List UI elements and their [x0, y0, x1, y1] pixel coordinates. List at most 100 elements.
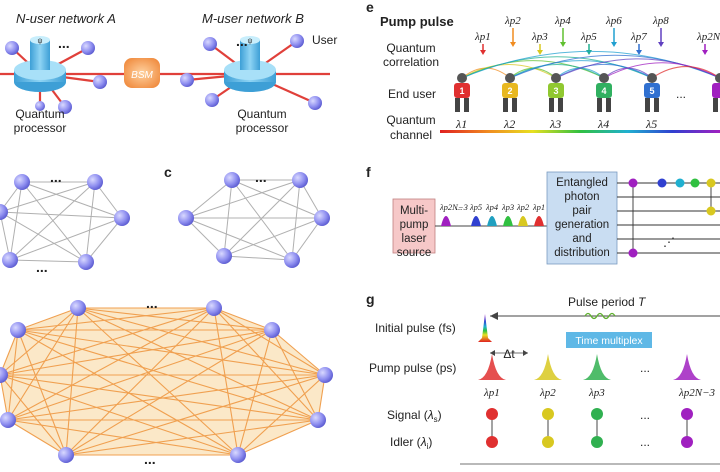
entangled-photon [706, 178, 716, 188]
pump-arrowhead [510, 42, 516, 47]
pump-arrowhead [480, 50, 486, 55]
mesh-link [17, 329, 239, 456]
laser-pulse-label: λp2 [516, 202, 530, 212]
user-node [5, 41, 19, 55]
panel-g-signal-idler-pairs [486, 408, 693, 448]
user-leg [597, 98, 602, 112]
time-multiplex-box [566, 332, 652, 348]
user-node [93, 75, 107, 89]
pump-wave-label: λp2 [539, 387, 556, 399]
mesh-link [291, 217, 323, 261]
panel-d: ... ... [0, 295, 333, 467]
panel-c-nodes [178, 172, 330, 268]
panel-a: N-user network A M-user network B ψ [0, 11, 337, 135]
user-leg [464, 98, 469, 112]
mesh-link [185, 217, 293, 261]
user-head [647, 73, 657, 83]
pump-arrowhead [560, 42, 566, 47]
pump-wave [478, 354, 506, 380]
panel-e: e Pump pulse Quantum correlation End use… [366, 0, 720, 142]
user-body [454, 83, 470, 98]
mesh-link [9, 259, 87, 263]
initial-pulse-shape [478, 314, 492, 342]
pump-wavelength-label: λp3 [531, 31, 548, 43]
laser-pulse-shape [471, 216, 481, 226]
mesh-link [65, 419, 319, 456]
user-leg [654, 98, 659, 112]
initial-pulse-label: Initial pulse (fs) [375, 321, 456, 335]
laser-pulse-label: λp1 [532, 202, 545, 212]
network-node [78, 254, 94, 270]
network-node [14, 174, 30, 190]
mesh-link [21, 181, 123, 219]
correlation-arc [603, 62, 720, 79]
mesh-link [7, 307, 215, 421]
user-body [548, 83, 564, 98]
user-node [35, 101, 45, 111]
panel-e-letter: e [366, 0, 374, 15]
user-node [58, 100, 72, 114]
network-node [10, 322, 26, 338]
pump-wavelength-label: λp6 [605, 15, 622, 27]
mesh-link [17, 307, 215, 331]
ellipsis-b-bottom: ... [36, 259, 48, 275]
mesh-link [237, 329, 273, 456]
panel-a-nodes [5, 34, 322, 114]
network-node [0, 367, 8, 383]
user-body [712, 83, 720, 98]
laser-pulse-shape [487, 216, 497, 226]
entangled-box [546, 171, 618, 265]
mesh-link [185, 217, 225, 257]
signal-photon [486, 408, 498, 420]
user-leg [512, 98, 517, 112]
user-leg [558, 98, 563, 112]
mesh-link [0, 181, 96, 213]
mesh-link [231, 179, 293, 261]
user-node [290, 34, 304, 48]
svg-text:ψ: ψ [38, 38, 43, 45]
mesh-link [0, 211, 11, 261]
user-number: 3 [553, 86, 558, 96]
mesh-link [0, 374, 239, 456]
bsm-label: BSM [131, 70, 153, 81]
network-node [317, 367, 333, 383]
pump-wavelength-label: λp5 [580, 31, 597, 43]
quantum-correlation-label-line2: correlation [383, 55, 439, 69]
signal-label: Signal (λs) [387, 408, 442, 424]
mesh-link [17, 329, 67, 456]
network-node [224, 172, 240, 188]
ellipsis-d-bottom: ... [144, 451, 156, 467]
network-node [310, 412, 326, 428]
mesh-link [185, 179, 233, 219]
mesh-link [7, 307, 79, 421]
laser-pulse-label: λp2N−3 [439, 202, 468, 212]
mesh-link [0, 211, 123, 219]
panel-f-circuit: ⋰ [617, 178, 720, 258]
panel-g: g Pulse period T Initial pulse (fs) Time… [366, 291, 720, 465]
user-leg [606, 98, 611, 112]
mesh-link [223, 255, 293, 261]
processor-label-b-line2: processor [236, 121, 289, 135]
ellipsis-a: ... [58, 35, 70, 51]
laser-pulse-shape [518, 216, 528, 226]
mesh-link [213, 307, 319, 421]
pump-arrowhead [611, 42, 617, 47]
user-body [596, 83, 612, 98]
pump-arrowhead [636, 50, 642, 55]
mesh-link [185, 179, 301, 219]
network-node [114, 210, 130, 226]
mesh-link [7, 419, 239, 456]
pump-wavelength-label: λp4 [554, 15, 571, 27]
mesh-link [231, 179, 323, 219]
panel-c-mesh [185, 179, 323, 261]
user-node [180, 73, 194, 87]
mesh-link [213, 307, 239, 456]
laser-pulse-label: ... [456, 202, 462, 212]
idler-photon [591, 436, 603, 448]
pump-wavelength-label: λp8 [652, 15, 669, 27]
